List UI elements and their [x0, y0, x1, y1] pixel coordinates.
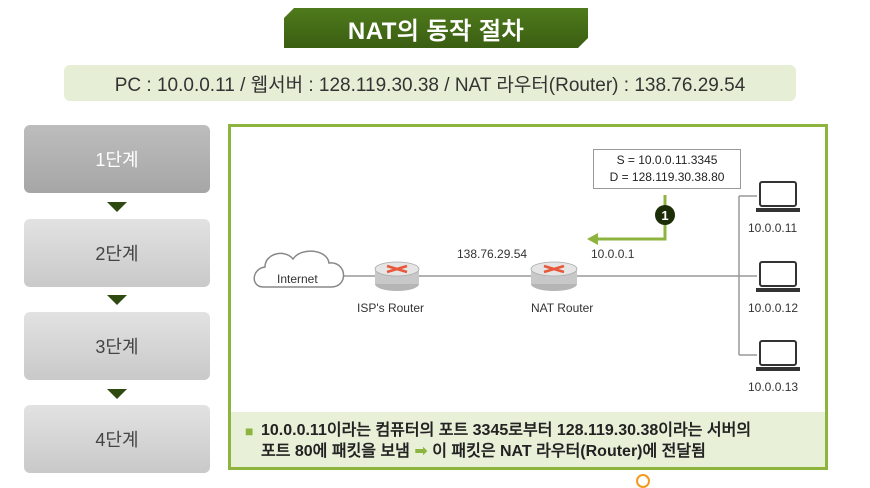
- nat-router-label: NAT Router: [531, 301, 594, 315]
- right-arrow-icon: ➡: [414, 443, 428, 460]
- pc-icon: [756, 340, 800, 371]
- progress-dot-icon: [636, 474, 650, 488]
- pc-3-ip: 10.0.0.13: [748, 380, 799, 394]
- step-3-button[interactable]: 3단계: [24, 312, 210, 380]
- isp-router-label: ISP's Router: [357, 301, 424, 315]
- packet-source: S = 10.0.0.11.3345: [616, 153, 718, 167]
- page-title: NAT의 동작 절차: [284, 8, 588, 48]
- description-line-2a: 포트 80에 패킷을 보냄: [261, 443, 410, 460]
- description-line-1: 10.0.0.11이라는 컴퓨터의 포트 3345로부터 128.119.30.…: [261, 422, 752, 439]
- packet-destination: D = 128.119.30.38.80: [609, 170, 725, 184]
- internet-cloud-icon: [253, 250, 345, 288]
- step-number-badge: 1: [655, 205, 675, 225]
- step-4-button[interactable]: 4단계: [24, 405, 210, 473]
- down-arrow-icon: [107, 202, 127, 212]
- internet-label: Internet: [277, 272, 318, 286]
- nat-router-icon: [530, 261, 578, 291]
- isp-router-icon: [374, 261, 420, 291]
- nat-public-ip: 138.76.29.54: [457, 247, 528, 261]
- nat-diagram: S = 10.0.0.11.3345 D = 128.119.30.38.80 …: [228, 124, 828, 470]
- step-1-button[interactable]: 1단계: [24, 125, 210, 193]
- pc-icon: [756, 181, 800, 212]
- pc-2-ip: 10.0.0.12: [748, 301, 799, 315]
- step-description: ■ 10.0.0.11이라는 컴퓨터의 포트 3345로부터 128.119.3…: [231, 412, 825, 467]
- bullet-icon: ■: [245, 423, 254, 439]
- nat-private-ip: 10.0.0.1: [591, 247, 635, 261]
- address-info: PC : 10.0.0.11 / 웹서버 : 128.119.30.38 / N…: [64, 65, 796, 101]
- down-arrow-icon: [107, 389, 127, 399]
- step-2-button[interactable]: 2단계: [24, 219, 210, 287]
- pc-icon: [756, 261, 800, 292]
- description-line-2: 포트 80에 패킷을 보냄 ➡ 이 패킷은 NAT 라우터(Router)에 전…: [261, 441, 825, 462]
- pc-1-ip: 10.0.0.11: [748, 221, 798, 235]
- down-arrow-icon: [107, 295, 127, 305]
- packet-header-box: S = 10.0.0.11.3345 D = 128.119.30.38.80: [593, 149, 741, 189]
- description-line-2b: 이 패킷은 NAT 라우터(Router)에 전달됨: [432, 443, 706, 460]
